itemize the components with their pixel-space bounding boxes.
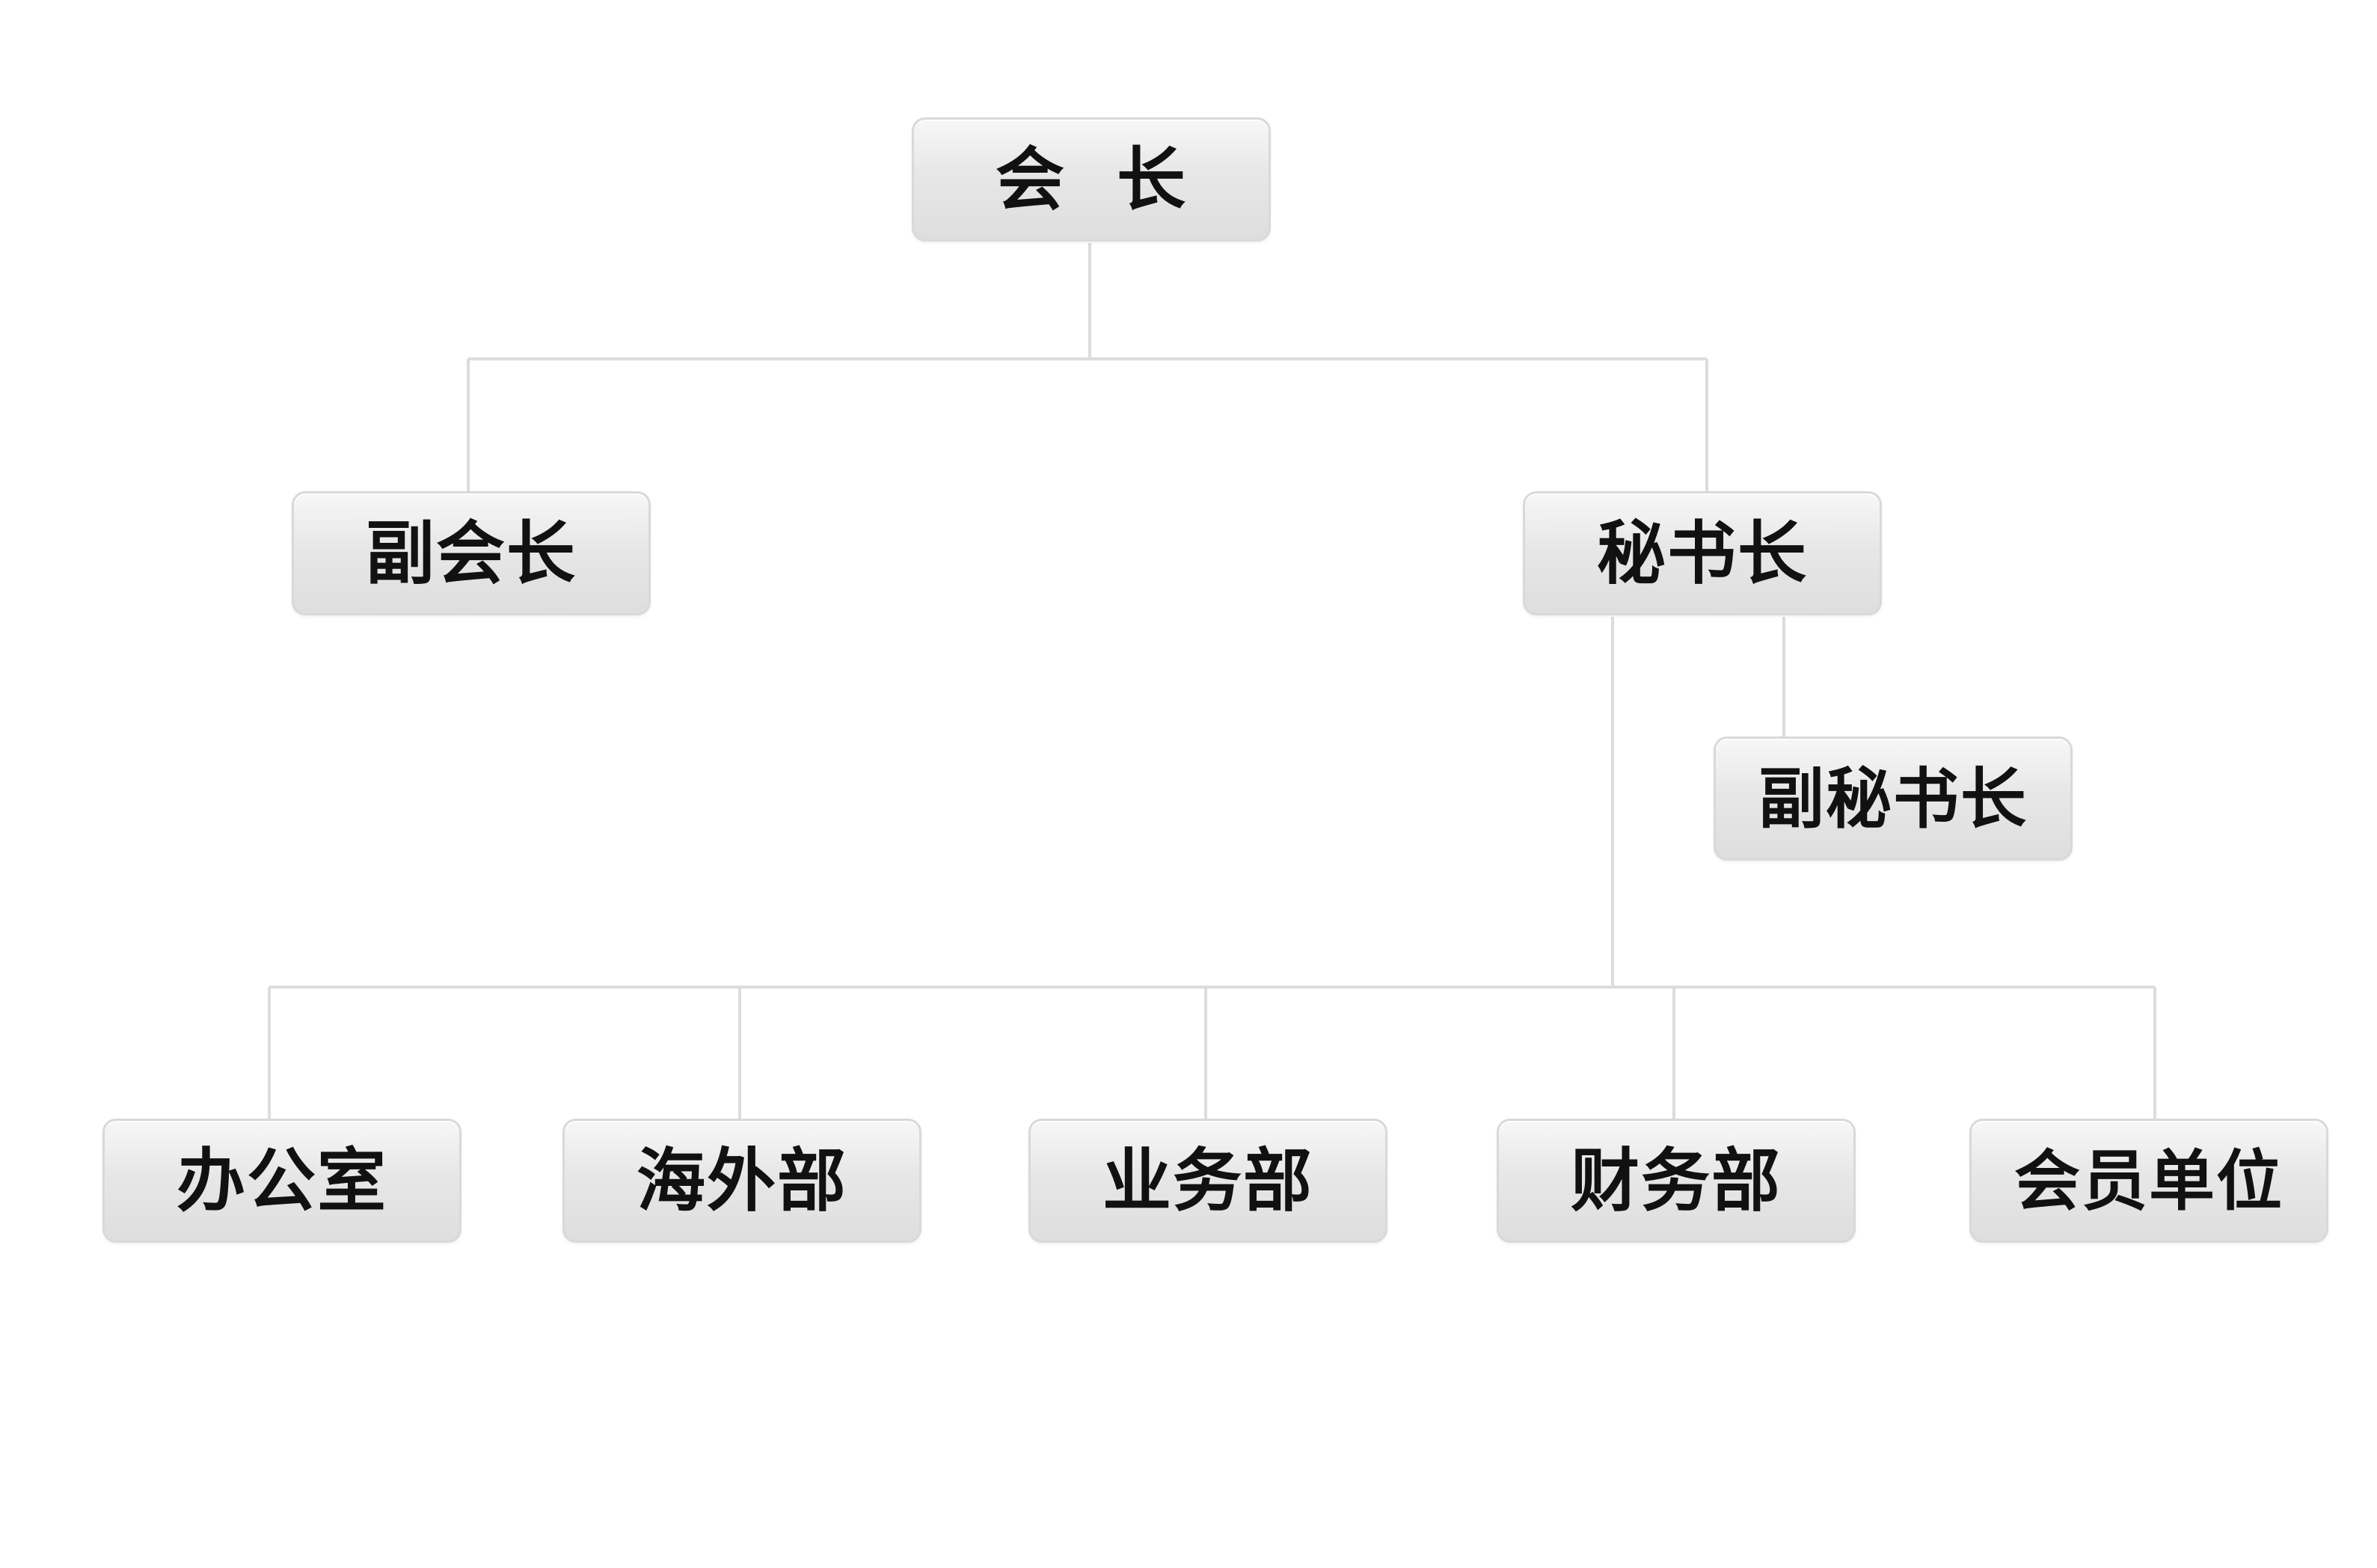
vice-president-box: 副会长 xyxy=(292,491,651,615)
president-box: 会 长 xyxy=(912,117,1271,242)
president-label: 会 长 xyxy=(995,139,1188,220)
department-box-finance: 财务部 xyxy=(1497,1119,1856,1243)
deputy-secretary-general-box: 副秘书长 xyxy=(1714,737,2073,861)
department-box-members: 会员单位 xyxy=(1969,1119,2328,1243)
department-label: 财务部 xyxy=(1570,1140,1782,1221)
department-box-office: 办公室 xyxy=(102,1119,461,1243)
department-label: 海外部 xyxy=(636,1140,847,1221)
department-box-business: 业务部 xyxy=(1028,1119,1387,1243)
department-label: 办公室 xyxy=(176,1140,387,1221)
vice-president-label: 副会长 xyxy=(365,513,577,594)
deputy-secretary-general-label: 副秘书长 xyxy=(1758,760,2028,837)
secretary-general-label: 秘书长 xyxy=(1596,513,1808,594)
secretary-general-box: 秘书长 xyxy=(1523,491,1882,615)
department-label: 业务部 xyxy=(1102,1140,1313,1221)
department-box-overseas: 海外部 xyxy=(562,1119,921,1243)
department-label: 会员单位 xyxy=(2013,1142,2284,1220)
